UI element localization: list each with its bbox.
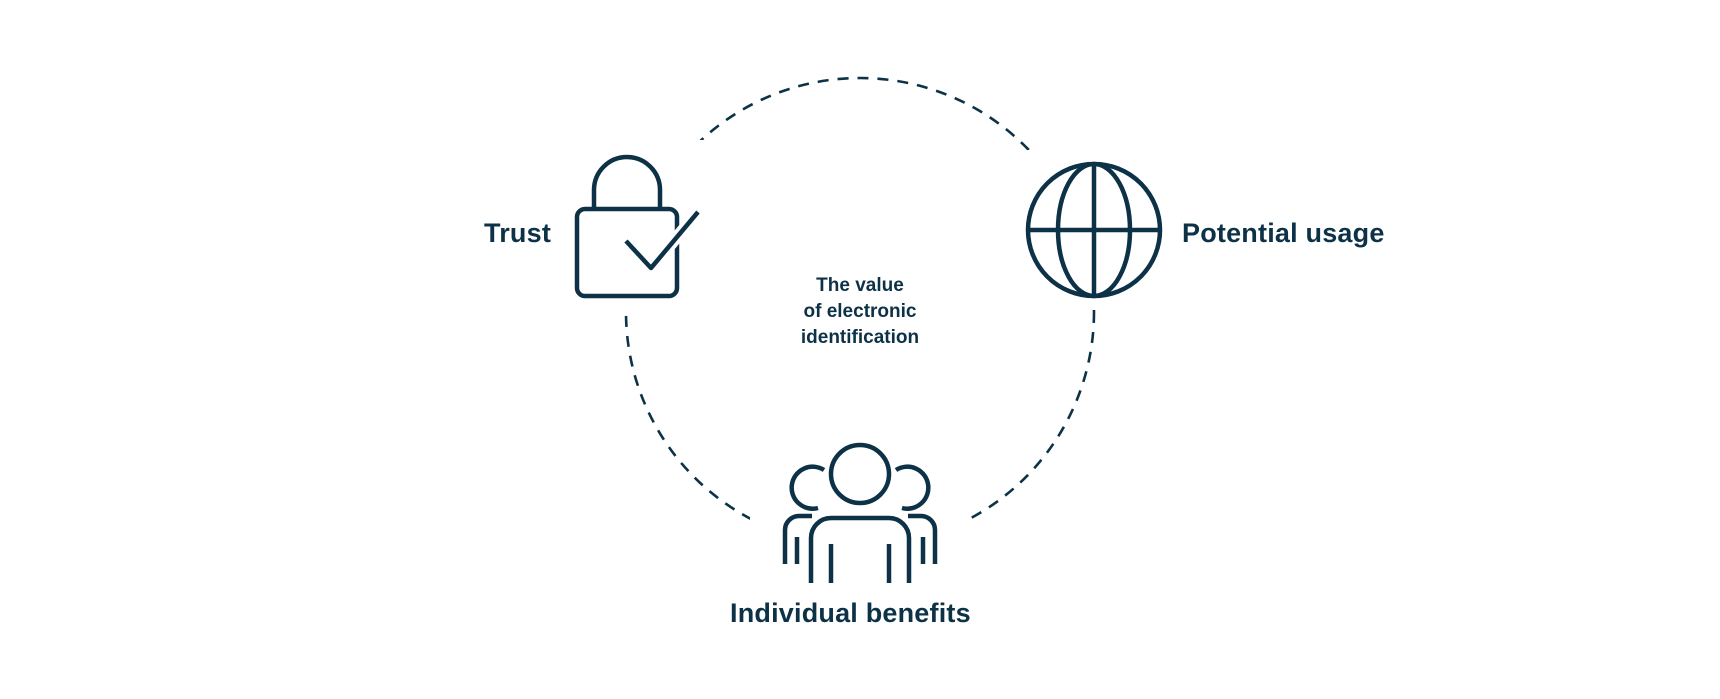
center-title-line-2: of electronic — [803, 301, 917, 322]
node-label-potential-usage: Potential usage — [1182, 218, 1385, 248]
node-label-individual-benefits: Individual benefits — [730, 598, 971, 628]
lock-check-icon — [574, 154, 703, 299]
center-title-line-1: The value — [816, 275, 904, 296]
node-label-trust: Trust — [484, 218, 552, 248]
globe-icon — [1025, 161, 1163, 299]
people-group-icon — [782, 442, 938, 583]
dashed-cycle-connector — [624, 76, 1096, 548]
center-title-line-3: identification — [800, 327, 920, 348]
diagram-center-title: The value of electronic identification — [760, 273, 960, 351]
